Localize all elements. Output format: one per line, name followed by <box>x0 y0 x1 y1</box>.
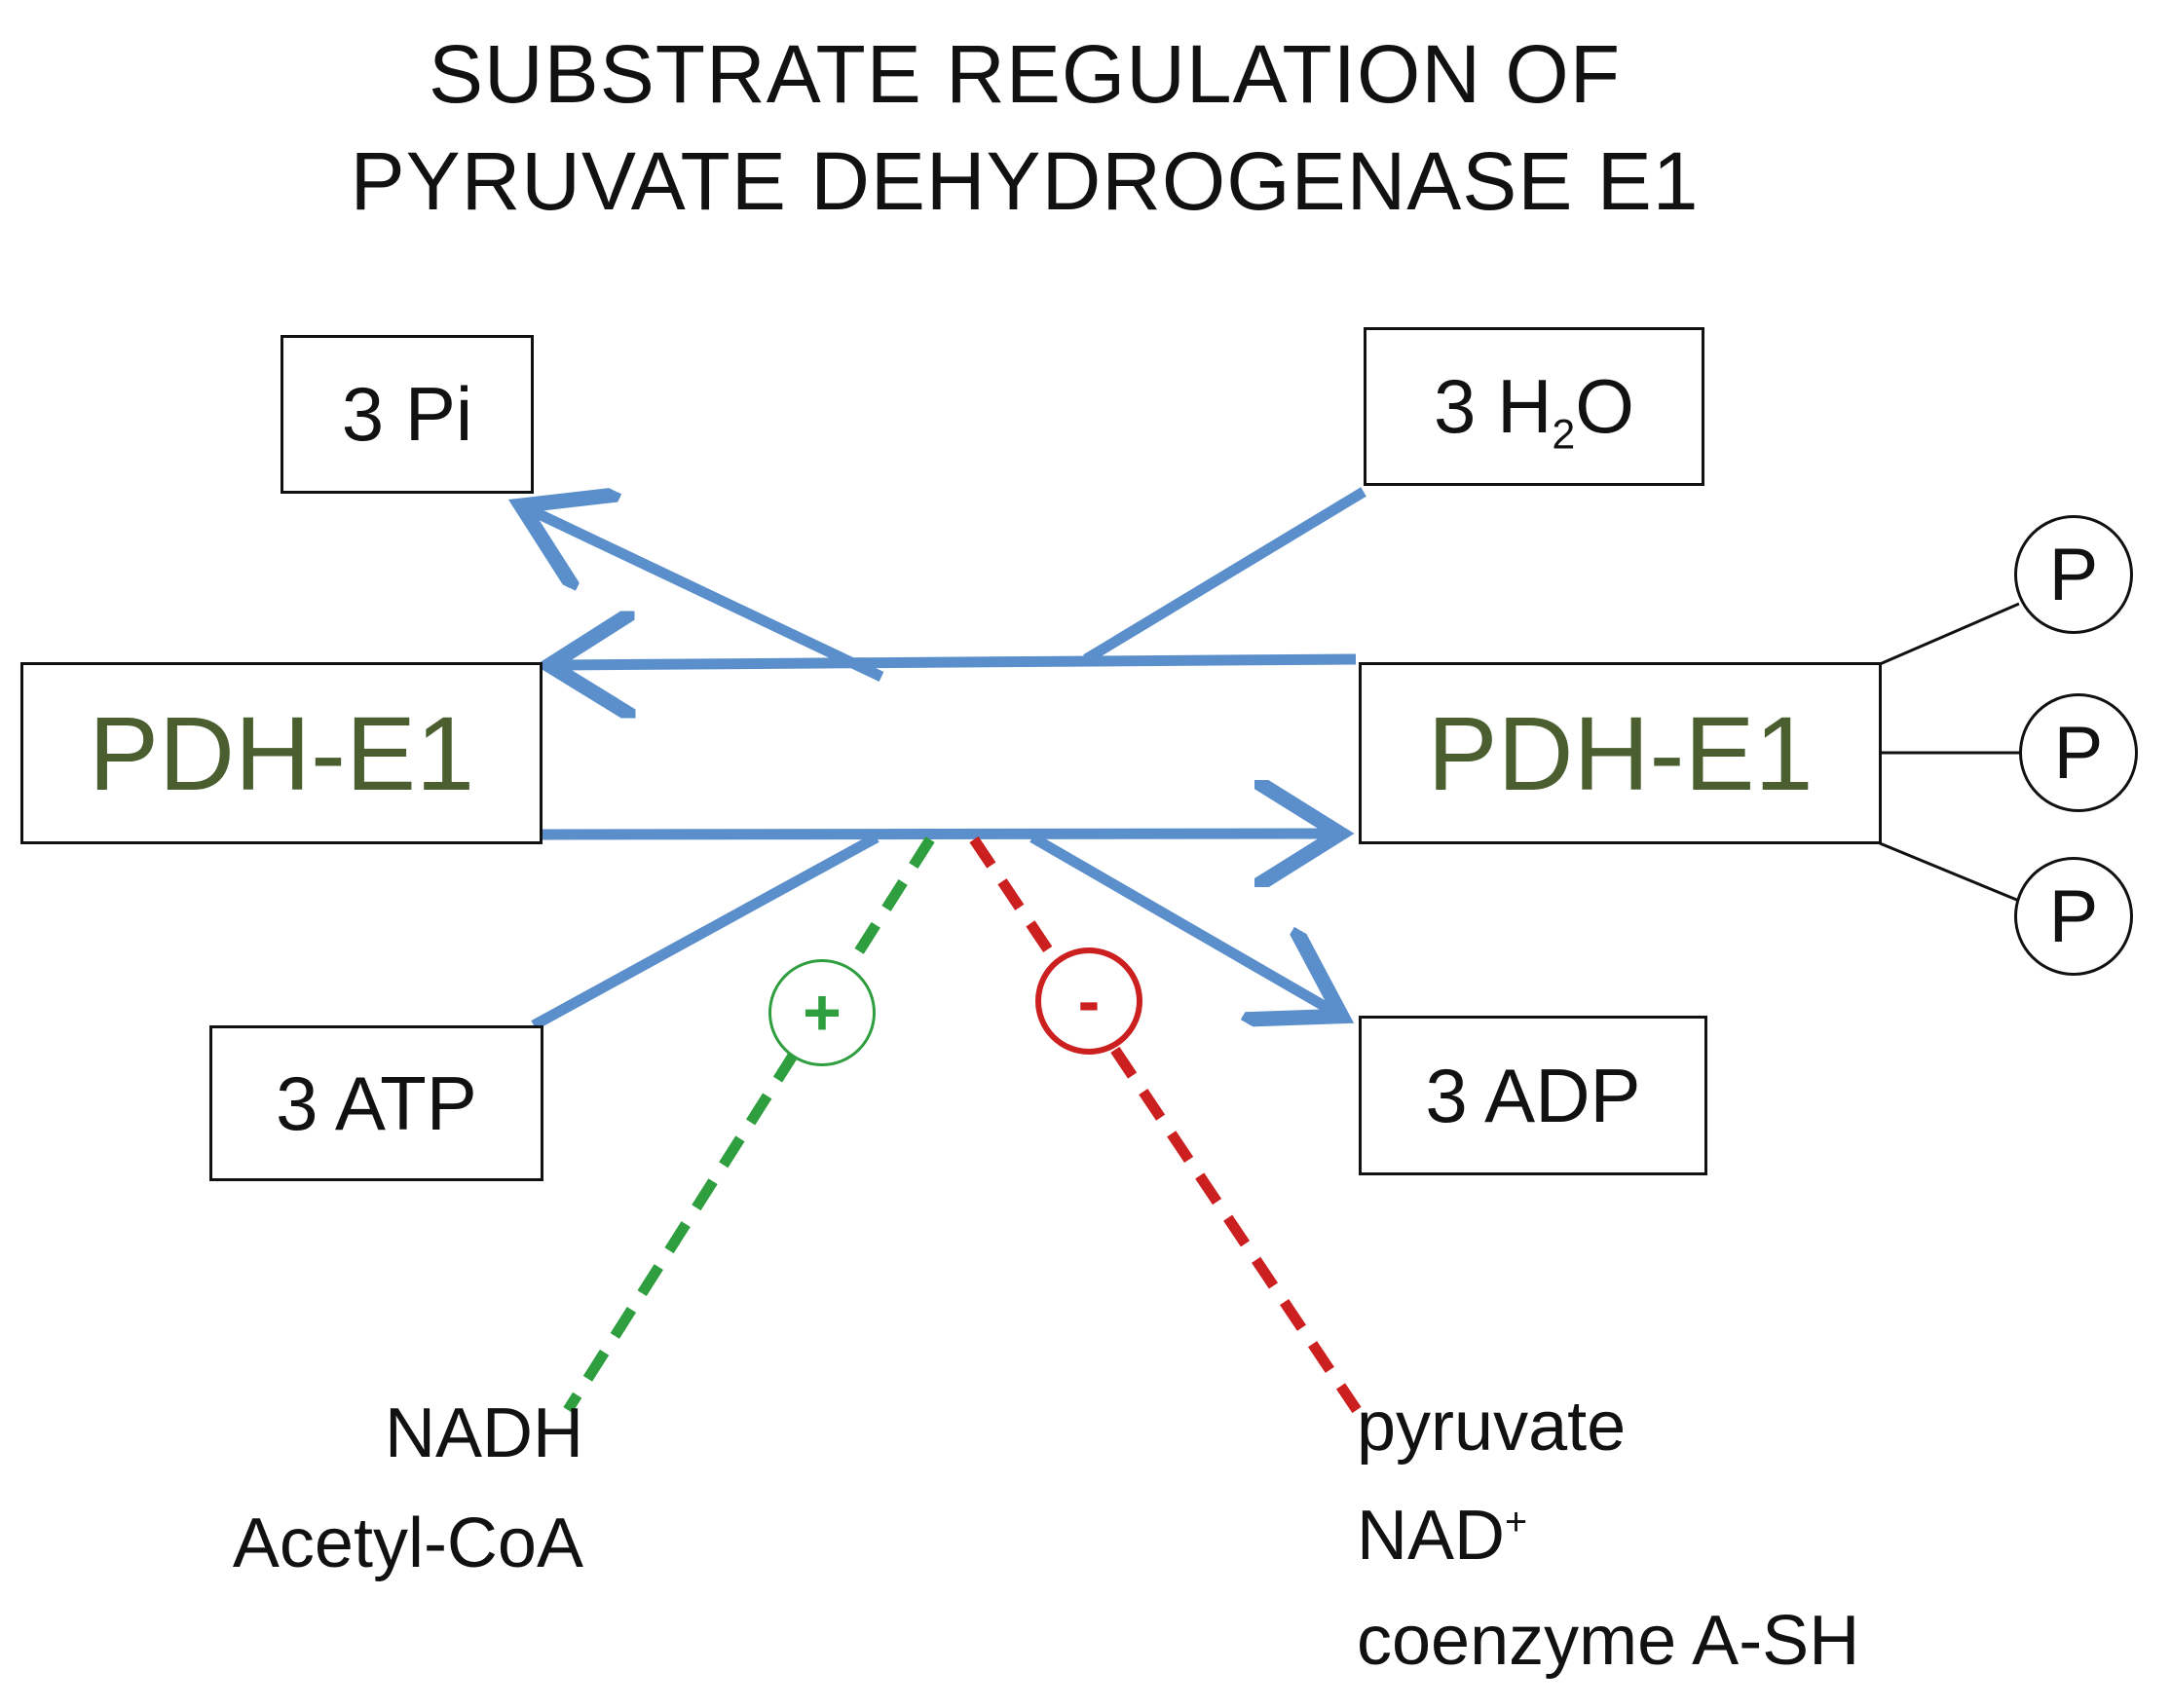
atp-label: 3 ATP <box>276 1059 477 1146</box>
inhibitor-nad: NAD+ <box>1357 1497 1528 1575</box>
arrow-water-input <box>1083 487 1366 664</box>
arrow-atp-input <box>531 833 880 1030</box>
phosphate-circle-3: P <box>2014 857 2133 976</box>
arrow-pi-output <box>531 510 884 682</box>
activation-sign: + <box>803 976 842 1050</box>
water-label: 3 H2O <box>1434 363 1634 459</box>
phosphate-circle-2: P <box>2019 693 2138 812</box>
pi-label: 3 Pi <box>341 371 473 457</box>
arrow-dephosphorylation <box>560 659 1357 665</box>
enzyme-label-left: PDH-E1 <box>88 694 475 812</box>
inhibitor-coenzyme-a-sh: coenzyme A-SH <box>1357 1602 1860 1680</box>
activator-line <box>563 836 935 1413</box>
inhibitor-line <box>969 835 1362 1414</box>
phosphate-label-2: P <box>2053 711 2104 795</box>
activator-acetyl-coa: Acetyl-CoA <box>232 1504 583 1582</box>
arrow-phosphorylation <box>540 834 1329 835</box>
pi-box: 3 Pi <box>281 335 534 494</box>
enzyme-box-unphosphorylated: PDH-E1 <box>20 662 543 844</box>
phosphate-bond-3 <box>1879 841 2020 903</box>
arrow-adp-output <box>1029 833 1332 1011</box>
activator-nadh: NADH <box>384 1394 583 1472</box>
inhibition-symbol: - <box>1035 947 1142 1055</box>
water-box: 3 H2O <box>1364 327 1704 486</box>
inhibitor-pyruvate: pyruvate <box>1357 1388 1627 1466</box>
atp-box: 3 ATP <box>209 1025 543 1181</box>
diagram-title-line-2: PYRUVATE DEHYDROGENASE E1 <box>350 135 1700 227</box>
phosphate-bond-1 <box>1879 602 2020 666</box>
inhibition-sign: - <box>1077 964 1101 1038</box>
adp-label: 3 ADP <box>1425 1052 1641 1138</box>
phosphate-label-1: P <box>2048 533 2099 616</box>
phosphate-circle-1: P <box>2014 515 2133 634</box>
adp-box: 3 ADP <box>1359 1016 1707 1175</box>
activation-symbol: + <box>768 959 876 1066</box>
diagram-title-line-1: SUBSTRATE REGULATION OF <box>428 28 1622 120</box>
enzyme-label-right: PDH-E1 <box>1427 694 1814 812</box>
phosphate-label-3: P <box>2048 874 2099 958</box>
enzyme-box-phosphorylated: PDH-E1 <box>1359 662 1882 844</box>
